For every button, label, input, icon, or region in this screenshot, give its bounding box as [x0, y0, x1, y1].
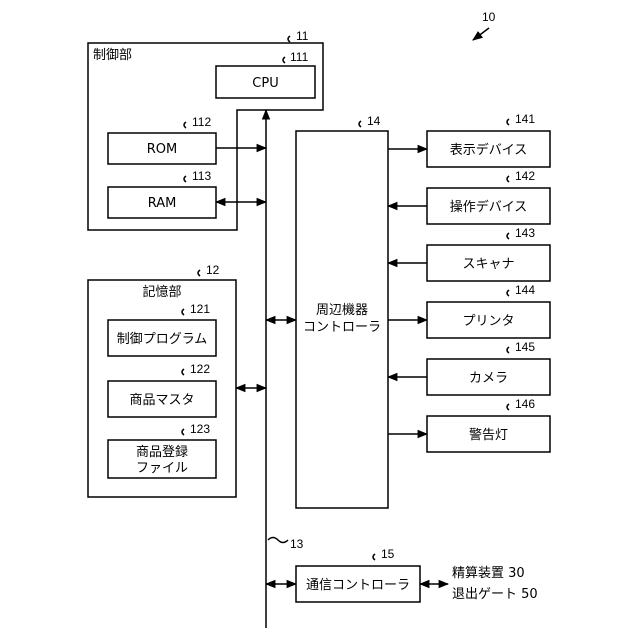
display-device-ref: 141 [515, 112, 535, 126]
storage-unit-ref: 12 [206, 263, 220, 277]
bus-leader [268, 538, 288, 543]
cpu-label: CPU [252, 76, 278, 91]
camera-leader [507, 347, 509, 353]
camera-ref: 145 [515, 340, 535, 354]
ram-label: RAM [148, 196, 177, 211]
cpu-ref: 111 [290, 50, 309, 64]
camera-label: カメラ [469, 371, 508, 386]
peripheral-controller-ref: 14 [367, 114, 381, 128]
peripheral-controller: 周辺機器 コントローラ 14 [296, 114, 388, 508]
comm-controller-ref: 15 [381, 547, 395, 561]
display-device-label: 表示デバイス [450, 142, 528, 158]
warning-light-leader [507, 404, 509, 410]
communication-controller: 通信コントローラ 15 [296, 547, 448, 602]
device-operation: 操作デバイス 142 [388, 169, 550, 224]
device-warning-light: 警告灯 146 [388, 397, 550, 452]
system-ref-arrow [473, 28, 489, 40]
device-printer: プリンタ 144 [388, 283, 550, 338]
settlement-device-label: 精算装置 30 [452, 566, 525, 581]
peripheral-controller-leader [359, 121, 361, 127]
product-registration-file-line2: ファイル [136, 461, 188, 476]
display-device-leader [507, 119, 509, 125]
peripheral-controller-line1: 周辺機器 [316, 303, 368, 318]
control-unit-leader [288, 36, 290, 42]
system-reference: 10 [473, 10, 496, 40]
printer-label: プリンタ [462, 314, 514, 329]
storage-unit-label: 記憶部 [142, 284, 181, 300]
rom-label: ROM [147, 142, 177, 157]
scanner-ref: 143 [515, 226, 535, 240]
exit-gate-label: 退出ゲート 50 [452, 587, 538, 602]
control-unit-label: 制御部 [93, 48, 132, 63]
operation-device-ref: 142 [515, 169, 535, 183]
control-unit-ref: 11 [296, 29, 309, 43]
ram-ref: 113 [192, 169, 211, 183]
warning-light-label: 警告灯 [469, 427, 508, 443]
storage-unit-leader [198, 270, 200, 276]
printer-ref: 144 [515, 283, 535, 297]
product-registration-file-ref: 123 [190, 422, 210, 436]
storage-unit: 記憶部 12 制御プログラム 121 商品マスタ 122 商品登録 ファイル 1… [88, 263, 236, 497]
product-master-ref: 122 [190, 362, 210, 376]
product-master-label: 商品マスタ [129, 393, 194, 408]
printer-leader [507, 290, 509, 296]
operation-device-leader [507, 176, 509, 182]
operation-device-label: 操作デバイス [450, 199, 528, 215]
comm-controller-leader [373, 554, 375, 560]
device-display: 表示デバイス 141 [388, 112, 550, 167]
scanner-leader [507, 233, 509, 239]
control-unit: 制御部 11 CPU 111 ROM 112 RAM 113 [88, 29, 323, 230]
bus-ref: 13 [290, 537, 304, 551]
system-ref-number: 10 [482, 10, 496, 24]
control-program-ref: 121 [190, 302, 210, 316]
product-registration-file-line1: 商品登録 [136, 445, 188, 460]
peripheral-controller-line2: コントローラ [303, 320, 381, 335]
comm-controller-label: 通信コントローラ [306, 578, 410, 593]
device-scanner: スキャナ 143 [388, 226, 550, 281]
scanner-label: スキャナ [462, 257, 514, 272]
external-devices: 精算装置 30 退出ゲート 50 [452, 566, 538, 602]
warning-light-ref: 146 [515, 397, 535, 411]
device-camera: カメラ 145 [388, 340, 550, 395]
control-program-label: 制御プログラム [117, 332, 208, 347]
rom-ref: 112 [192, 115, 211, 129]
